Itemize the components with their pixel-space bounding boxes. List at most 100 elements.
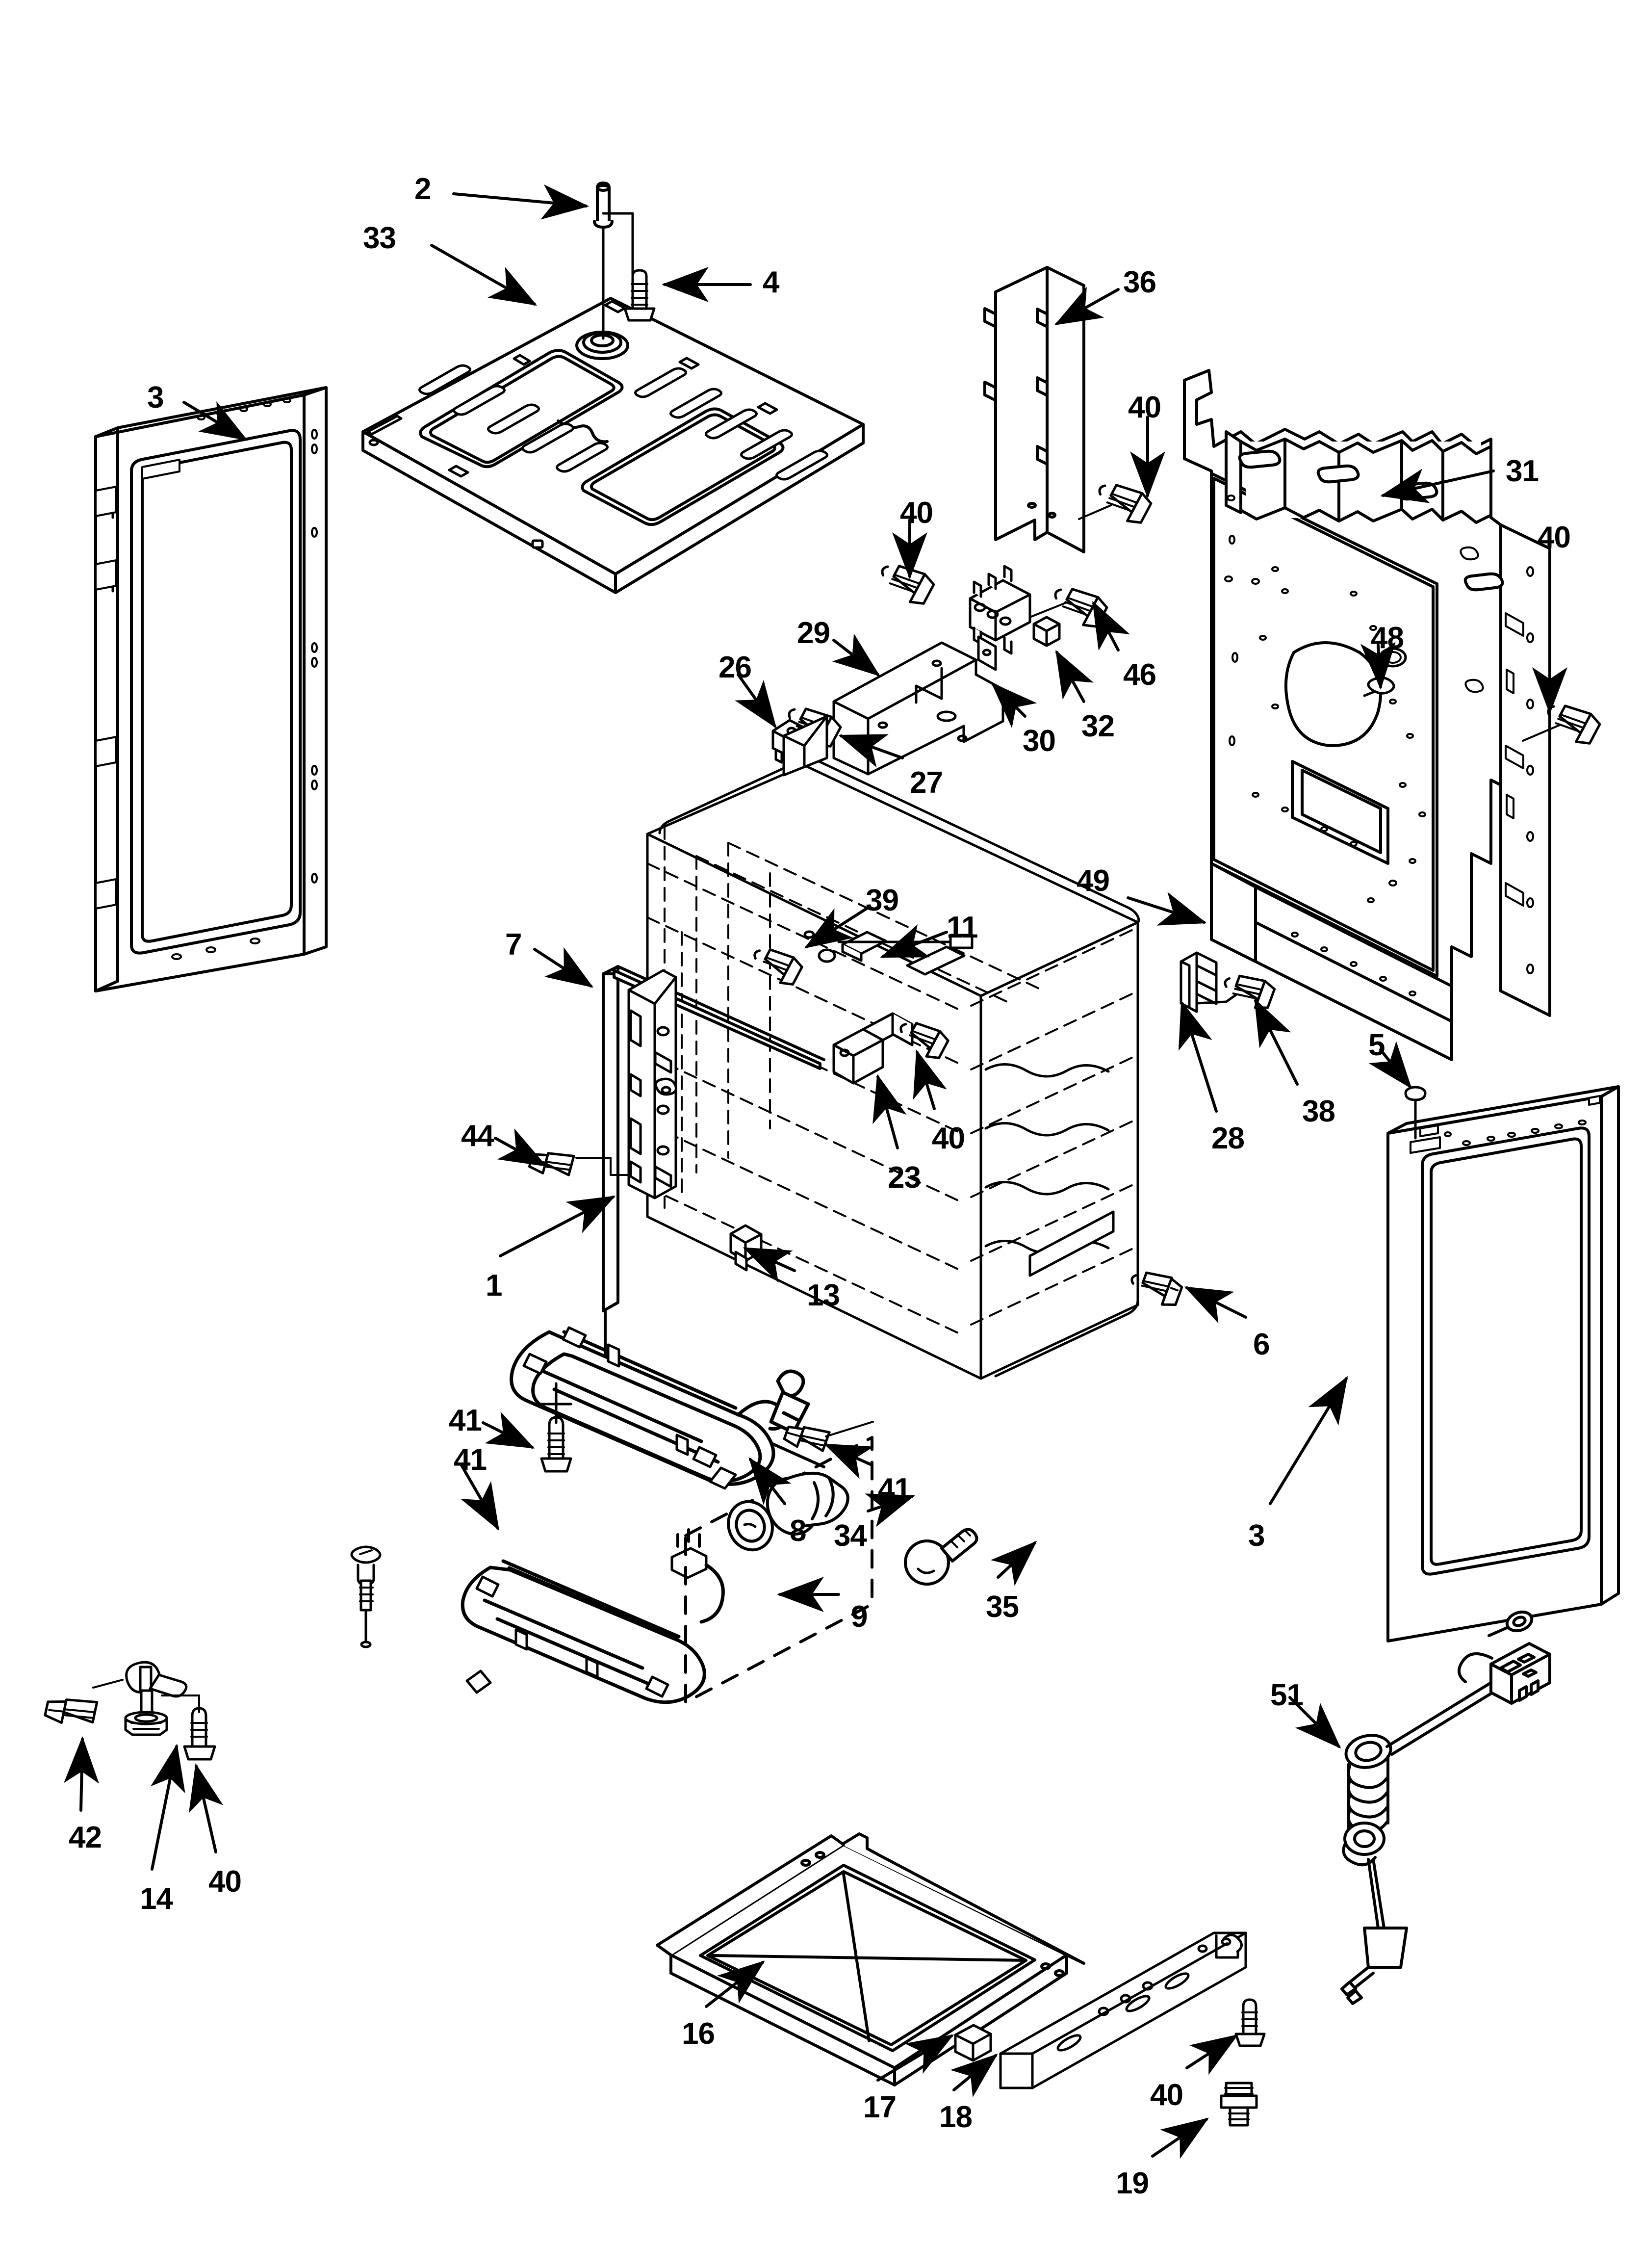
side-panel-pin-art [1404, 1086, 1427, 1140]
leader-side-panel-right [1269, 1376, 1348, 1505]
callout-power-cord: 51 [1270, 1678, 1304, 1712]
leader-broil-element [748, 1457, 792, 1506]
leader-drawer-slide-clip [876, 2034, 954, 2082]
hinge-receiver-art [627, 969, 677, 1199]
leader-hex-nut [1055, 650, 1094, 703]
conduit-cover-art [983, 266, 1085, 553]
callout-hinge-screw: 44 [461, 1119, 494, 1153]
callout-oven-light-bulb: 35 [986, 1590, 1019, 1624]
callout-drawer-slide-rail: 18 [939, 2100, 973, 2134]
side-panel-right-art [1386, 1085, 1620, 1642]
callout-hex-head-screw: 40 [1150, 2078, 1183, 2112]
callout-element-mounting-screw: 41 [449, 1404, 482, 1437]
terminal-block-art [969, 565, 1031, 671]
leader-hinge-receiver [499, 1196, 616, 1257]
element-screw-41-c [783, 1425, 831, 1452]
hex-nut-art [1032, 616, 1061, 647]
leader-oven-cavity-insulation [1127, 892, 1207, 926]
leader-bracket-anti-tip [832, 633, 880, 677]
callout-cooktop-mounting-screw: 4 [763, 265, 779, 299]
cooktop-vent-slots [366, 300, 828, 549]
rear-panel-art [1183, 369, 1551, 1061]
leader-oven-light-bulb [990, 1540, 1037, 1586]
hinge-screw-44 [528, 1152, 575, 1176]
oven-cavity-rack-rails [984, 1063, 1115, 1277]
drawer-slide-rail-art [999, 1931, 1247, 2089]
leader-leveling-leg-screw [64, 1736, 100, 1812]
cavity-screw-6 [1130, 1271, 1183, 1306]
callout-hex-head-screw: 40 [932, 1121, 965, 1155]
callout-rack-guide-clip: 13 [807, 1278, 840, 1312]
element-screw-41-a [540, 1382, 572, 1473]
power-cord-art [1340, 1610, 1551, 2005]
side-panel-right-holes [1410, 1095, 1601, 1154]
leader-element-mounting-screw [460, 1463, 499, 1531]
side-panel-left-art [94, 386, 328, 992]
oven-cavity-art [646, 758, 1140, 1380]
callout-leveling-leg-screw: 42 [69, 1821, 102, 1854]
bake-element-art [461, 1528, 725, 1704]
drawer-foot-19 [1220, 2082, 1258, 2127]
leveling-screw-40 [183, 1707, 216, 1761]
leader-mounting-screw [838, 734, 904, 768]
drawer-screw-40 [1234, 1998, 1266, 2047]
broil-element-art [510, 1326, 786, 1490]
leader-oven-temperature-sensor [880, 924, 948, 958]
callout-terminal-clip: 26 [718, 651, 752, 684]
leader-cavity-mounting-screw [1184, 1286, 1247, 1324]
cooktop-main-top-art [361, 297, 865, 594]
callout-hex-head-screw: 40 [1538, 521, 1571, 554]
leader-hinge-screw [494, 1128, 547, 1167]
leader-bracket-screw [1254, 998, 1299, 1086]
callout-oven-cavity-insulation: 49 [1077, 864, 1110, 898]
leader-rack-guide-clip [743, 1247, 796, 1283]
leader-wire-harness-bracket [1178, 1000, 1218, 1113]
leader-drawer-slide-rail [950, 2054, 998, 2098]
callout-hex-nut: 32 [1081, 709, 1115, 743]
callout-broil-element: 8 [790, 1514, 806, 1548]
callout-cavity-mounting-screw: 6 [1253, 1328, 1270, 1361]
callout-rear-panel: 31 [1506, 454, 1539, 488]
leader-terminal-block [991, 682, 1037, 729]
callout-hex-head-screw: 40 [900, 496, 933, 530]
callout-door-switch: 23 [888, 1161, 921, 1195]
callout-bottom-panel: 16 [682, 2017, 715, 2051]
callout-drawer-slide-clip: 17 [863, 2090, 897, 2124]
callout-hinge-receiver: 1 [486, 1269, 502, 1303]
callout-hex-head-screw: 40 [1128, 391, 1161, 424]
leader-rear-panel-grommet [1360, 642, 1396, 690]
leader-hex-head-screw [188, 1763, 224, 1853]
leader-oven-cavity-gasket [533, 947, 594, 988]
callout-oven-light-lens: 34 [834, 1519, 867, 1553]
callout-side-panel-pin: 5 [1368, 1028, 1385, 1062]
callout-oven-vent-pin: 2 [414, 172, 431, 206]
oven-light-lens-art [727, 1472, 849, 1552]
leader-hex-head-screw [913, 1049, 947, 1110]
leader-power-cord [1288, 1696, 1341, 1749]
callout-drawer-leveling-foot: 19 [1116, 2166, 1149, 2200]
leader-rear-panel [1380, 469, 1495, 503]
hex-screw-40-conduit [1098, 484, 1153, 524]
callout-bracket-screw: 38 [1302, 1095, 1335, 1128]
leader-cooktop-main-top [430, 244, 538, 306]
leader-pin-to-screw [602, 212, 634, 276]
callout-hex-head-screw: 40 [208, 1865, 242, 1899]
wire-harness-bracket-art [1180, 951, 1237, 1013]
callout-element-mounting-screw: 41 [878, 1472, 911, 1506]
callout-terminal-screw: 46 [1123, 658, 1156, 692]
sensor-screw-39 [753, 948, 803, 986]
callout-oven-cavity-gasket: 7 [505, 928, 522, 962]
broil-element-hanger [769, 1369, 810, 1434]
callout-rear-panel-grommet: 48 [1371, 621, 1404, 655]
callout-wire-harness-bracket: 28 [1211, 1121, 1245, 1155]
leader-element-mounting-screw [482, 1411, 535, 1449]
leader-side-panel-left [182, 401, 248, 441]
element-screw-41-b [350, 1545, 382, 1648]
leader-hex-head-screw [1185, 2034, 1239, 2075]
leader-thermostat-sensor [804, 906, 870, 949]
callout-terminal-block: 30 [1023, 724, 1056, 758]
callout-bracket-anti-tip: 29 [797, 616, 830, 650]
callout-mounting-screw: 27 [910, 766, 943, 800]
